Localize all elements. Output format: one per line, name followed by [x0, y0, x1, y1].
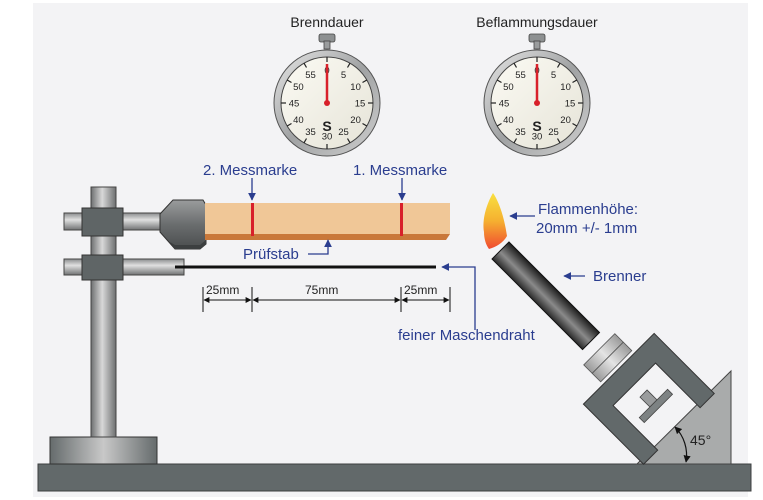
- stopwatch-stem: [323, 40, 331, 50]
- stopwatch-tick-label: 30: [532, 132, 543, 143]
- stopwatch-tick-label: 10: [560, 82, 571, 93]
- stopwatch-tick-label: 20: [350, 115, 361, 126]
- stand-foot: [49, 436, 158, 465]
- stopwatch-tick-label: 40: [503, 115, 514, 126]
- specimen-bar-edge: [205, 234, 450, 240]
- stopwatch-hub: [324, 100, 330, 106]
- flame: [483, 193, 507, 249]
- label-flame-height: Flammenhöhe:: [538, 201, 638, 218]
- label-arrows: [248, 178, 585, 330]
- stopwatch-tick-label: 10: [350, 82, 361, 93]
- stopwatch-tick-label: 5: [551, 70, 556, 81]
- measurement-mark-2: [251, 203, 254, 236]
- lower-clamp: [81, 254, 124, 281]
- holder-shadow: [170, 240, 206, 249]
- dimension-right: 25mm: [404, 283, 437, 297]
- dimension-middle: 75mm: [305, 283, 338, 297]
- stopwatch-tick-label: 20: [560, 115, 571, 126]
- stopwatch-tick-label: 5: [341, 70, 346, 81]
- stopwatch-tick-label: 45: [289, 99, 300, 110]
- stopwatch-tick-label: 55: [515, 70, 526, 81]
- stopwatch-tick-label: 25: [548, 127, 559, 138]
- stopwatch-tick: [572, 122, 578, 127]
- specimen-holder: [159, 199, 207, 250]
- stopwatch-tick: [572, 79, 578, 84]
- stopwatch-tick: [286, 122, 292, 127]
- stopwatch-label-beflammungsdauer: Beflammungsdauer: [476, 14, 598, 30]
- stopwatch-tick: [346, 62, 351, 68]
- stopwatch-tick-label: 35: [515, 127, 526, 138]
- burner-valve-knob: [638, 388, 674, 424]
- stopwatch-brenndauer: 0510152025303540455055S: [273, 33, 381, 157]
- stopwatch-tick-label: 25: [338, 127, 349, 138]
- stopwatch-hub: [534, 100, 540, 106]
- stopwatch-unit: S: [532, 118, 541, 134]
- measurement-mark-1: [400, 203, 403, 236]
- angle-arc: [674, 426, 691, 463]
- label-burner: Brenner: [593, 268, 646, 285]
- burner-nut: [583, 333, 633, 383]
- stopwatch-stem: [533, 40, 541, 50]
- upper-clamp: [81, 207, 124, 237]
- stopwatch-tick-label: 15: [355, 99, 366, 110]
- burner-bracket: [582, 332, 715, 465]
- stopwatch-label-brenndauer: Brenndauer: [290, 14, 364, 30]
- diagram-background: [33, 3, 748, 497]
- stopwatch-tick-label: 45: [499, 99, 510, 110]
- stopwatch-tick: [513, 62, 518, 68]
- label-specimen: Prüfstab: [243, 246, 299, 263]
- dimension-lines: [202, 287, 451, 312]
- stopwatch-tick-label: 40: [293, 115, 304, 126]
- dimension-left: 25mm: [206, 283, 239, 297]
- stopwatch-tick: [303, 138, 308, 144]
- stopwatch-tick: [496, 122, 502, 127]
- stopwatch-tick-label: 35: [305, 127, 316, 138]
- stopwatch-tick: [496, 79, 502, 84]
- burner-assembly: [582, 332, 715, 465]
- stopwatch-tick: [303, 62, 308, 68]
- base-plate: [37, 463, 752, 492]
- burner-tube: [491, 241, 601, 351]
- stopwatch-tick-label: 30: [322, 132, 333, 143]
- label-measurement-mark-2: 2. Messmarke: [203, 162, 297, 179]
- stopwatch-tick: [362, 122, 368, 127]
- stopwatch-tick-label: 50: [293, 82, 304, 93]
- stopwatch-tick: [286, 79, 292, 84]
- stopwatch-tick: [362, 79, 368, 84]
- stopwatch-tick-label: 50: [503, 82, 514, 93]
- stopwatch-beflammungsdauer: 0510152025303540455055S: [483, 33, 591, 157]
- label-measurement-mark-1: 1. Messmarke: [353, 162, 447, 179]
- stopwatch-unit: S: [322, 118, 331, 134]
- label-wire-mesh: feiner Maschendraht: [398, 327, 536, 344]
- stopwatch-tick: [556, 138, 561, 144]
- stopwatch-tick: [513, 138, 518, 144]
- label-angle: 45°: [690, 432, 711, 448]
- stopwatch-tick: [556, 62, 561, 68]
- stopwatch-tick: [346, 138, 351, 144]
- stopwatch-tick-label: 15: [565, 99, 576, 110]
- specimen-bar: [205, 203, 450, 234]
- stopwatch-tick-label: 55: [305, 70, 316, 81]
- label-flame-height-value: 20mm +/- 1mm: [536, 220, 637, 237]
